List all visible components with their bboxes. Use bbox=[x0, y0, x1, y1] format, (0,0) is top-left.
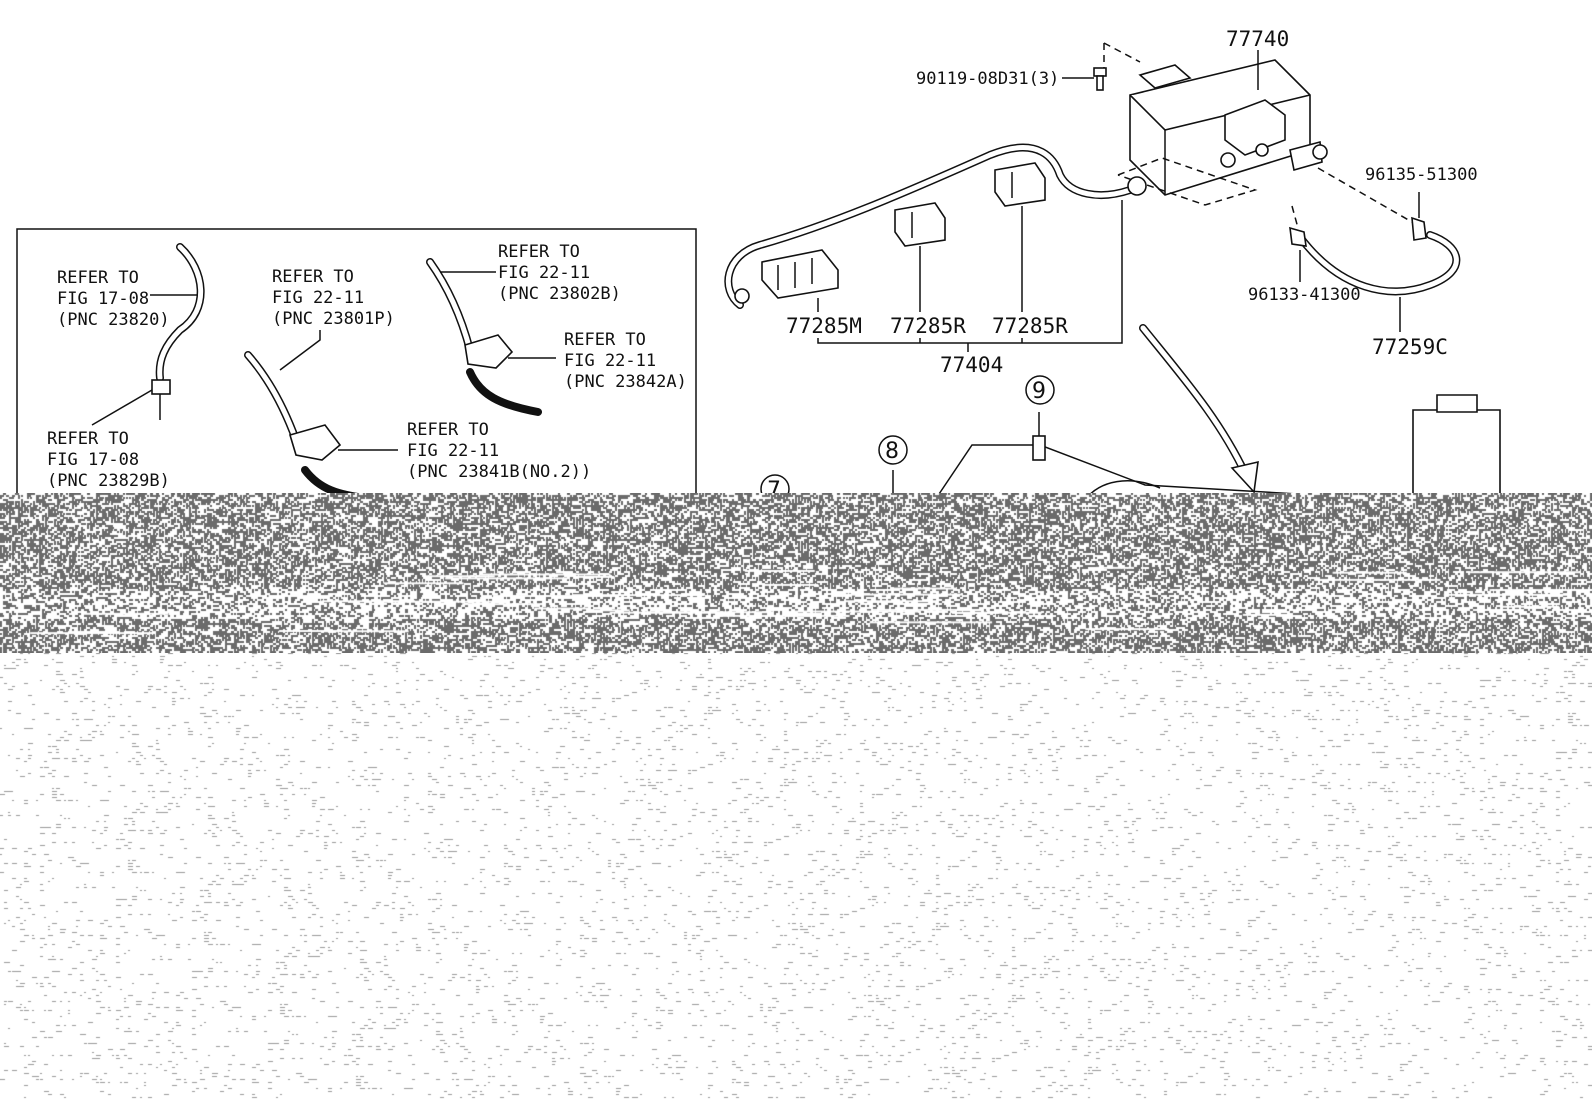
scan-noise-lower bbox=[0, 653, 1592, 1099]
clip-icon bbox=[1411, 216, 1427, 241]
svg-text:REFER TO: REFER TO bbox=[407, 420, 489, 440]
svg-text:REFER TO: REFER TO bbox=[272, 267, 354, 287]
clamp-icon bbox=[1289, 226, 1307, 247]
svg-text:9: 9 bbox=[1032, 379, 1046, 404]
svg-text:(PNC 23801P): (PNC 23801P) bbox=[272, 309, 395, 329]
tube-assy-part-label: 77404 bbox=[940, 353, 1003, 377]
bolt-icon bbox=[1093, 67, 1107, 91]
clamp-m-icon bbox=[761, 249, 839, 299]
hose-part-label: 77259C bbox=[1372, 335, 1448, 359]
ref-label-4: REFER TO FIG 22-11 (PNC 23802B) bbox=[498, 242, 621, 304]
clamp-m-part-label: 77285M bbox=[786, 314, 862, 338]
svg-text:FIG 17-08: FIG 17-08 bbox=[57, 289, 149, 309]
ref-label-6: REFER TO FIG 22-11 (PNC 23841B(NO.2)) bbox=[407, 420, 591, 482]
bolt-part-label: 90119-08D31(3) bbox=[916, 69, 1059, 89]
svg-text:8: 8 bbox=[885, 439, 899, 464]
svg-text:REFER TO: REFER TO bbox=[47, 429, 129, 449]
svg-text:FIG 22-11: FIG 22-11 bbox=[498, 263, 590, 283]
svg-text:FIG 22-11: FIG 22-11 bbox=[407, 441, 499, 461]
svg-text:(PNC 23802B): (PNC 23802B) bbox=[498, 284, 621, 304]
clamp-r2-part-label: 77285R bbox=[992, 314, 1068, 338]
canister-drawing bbox=[1129, 59, 1328, 196]
svg-text:REFER TO: REFER TO bbox=[564, 330, 646, 350]
clamp-part-label: 96133-41300 bbox=[1248, 285, 1361, 305]
svg-text:FIG 22-11: FIG 22-11 bbox=[272, 288, 364, 308]
svg-text:FIG 17-08: FIG 17-08 bbox=[47, 450, 139, 470]
ref-label-3: REFER TO FIG 22-11 (PNC 23801P) bbox=[272, 267, 395, 329]
svg-text:REFER TO: REFER TO bbox=[498, 242, 580, 262]
clamp-r2-icon bbox=[994, 162, 1046, 207]
clip-part-label: 96135-51300 bbox=[1365, 165, 1478, 185]
callout-9: 9 bbox=[1025, 375, 1055, 405]
svg-text:(PNC 23820): (PNC 23820) bbox=[57, 310, 170, 330]
svg-text:(PNC 23829B): (PNC 23829B) bbox=[47, 471, 170, 491]
canister-part-label: 77740 bbox=[1226, 27, 1289, 51]
svg-text:REFER TO: REFER TO bbox=[57, 268, 139, 288]
callout-8: 8 bbox=[878, 435, 908, 465]
svg-text:(PNC 23842A): (PNC 23842A) bbox=[564, 372, 687, 392]
bolt-dash-line bbox=[1103, 42, 1141, 63]
scan-noise-band bbox=[0, 493, 1592, 653]
clamp-r1-icon bbox=[894, 202, 946, 247]
svg-text:(PNC 23841B(NO.2)): (PNC 23841B(NO.2)) bbox=[407, 462, 591, 482]
ref-label-5: REFER TO FIG 22-11 (PNC 23842A) bbox=[564, 330, 687, 392]
ref-label-1: REFER TO FIG 17-08 (PNC 23820) bbox=[57, 268, 170, 330]
svg-text:FIG 22-11: FIG 22-11 bbox=[564, 351, 656, 371]
clamp-r1-part-label: 77285R bbox=[890, 314, 966, 338]
ref-label-2: REFER TO FIG 17-08 (PNC 23829B) bbox=[47, 429, 170, 491]
